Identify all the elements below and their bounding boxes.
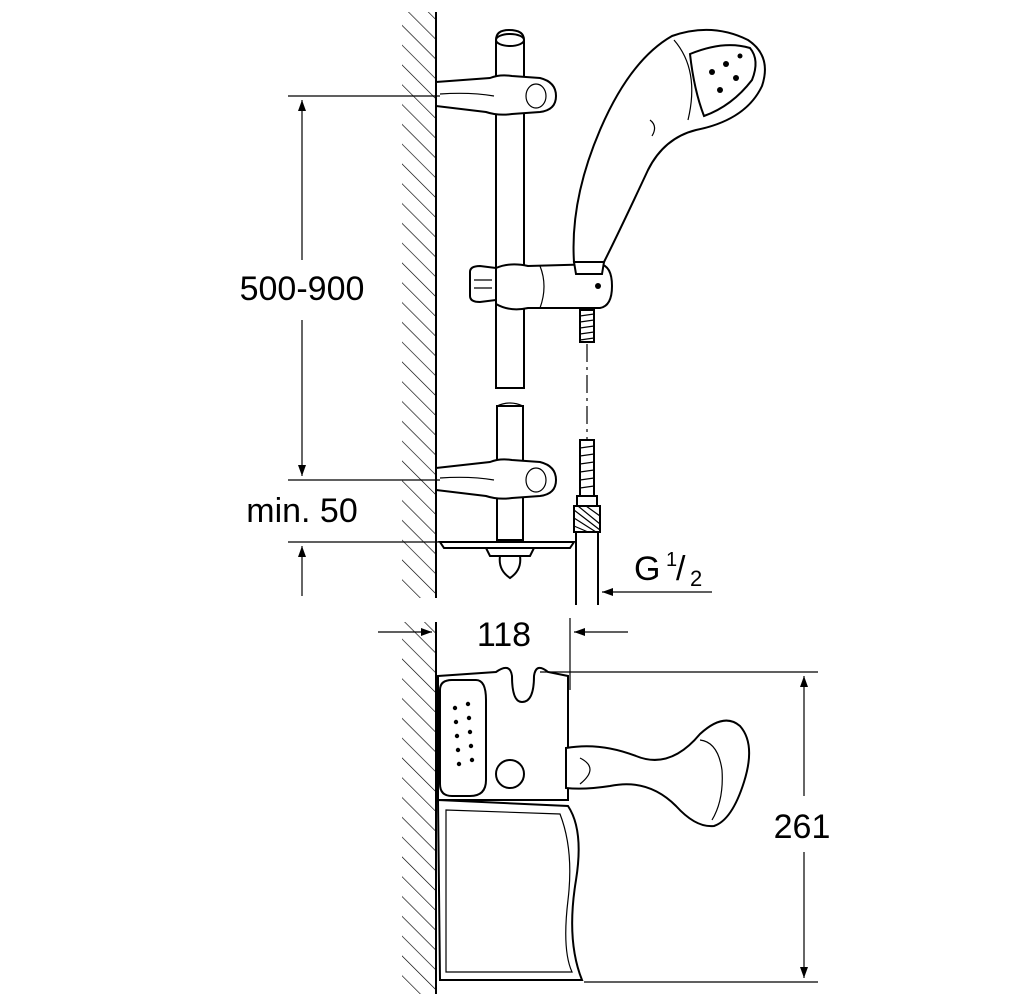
hose-lower-fitting xyxy=(573,439,601,533)
thread-slash: / xyxy=(676,550,686,588)
drain-holes xyxy=(452,701,475,767)
slider-holder xyxy=(469,262,614,311)
wall-offset-label: 118 xyxy=(477,616,531,654)
rail-spacing-dimension: 500-900 xyxy=(240,95,440,481)
thread-size-dimension: G 1 / 2 xyxy=(602,549,712,596)
hand-shower xyxy=(572,28,766,275)
holder-arm-and-flange xyxy=(565,719,751,828)
hose-upper-fitting xyxy=(579,309,595,343)
rail-spacing-label: 500-900 xyxy=(240,270,365,308)
upper-wall-bracket xyxy=(435,74,558,116)
thread-numerator: 1 xyxy=(666,549,677,571)
thread-denominator: 2 xyxy=(690,566,702,591)
soap-dish-holder-front xyxy=(436,666,584,981)
lower-wall-bracket xyxy=(435,458,558,500)
wall-section-top xyxy=(402,12,437,598)
thread-letter: G xyxy=(634,550,660,588)
soap-dish-side xyxy=(438,541,576,580)
min-clearance-dimension: min. 50 xyxy=(246,492,440,596)
wall-offset-dimension: 118 xyxy=(378,616,628,690)
soap-dish-height-dimension: 261 xyxy=(540,671,831,983)
min-clearance-label: min. 50 xyxy=(246,492,358,530)
soap-dish-height-label: 261 xyxy=(774,808,831,846)
wall-section-bottom xyxy=(402,622,437,994)
